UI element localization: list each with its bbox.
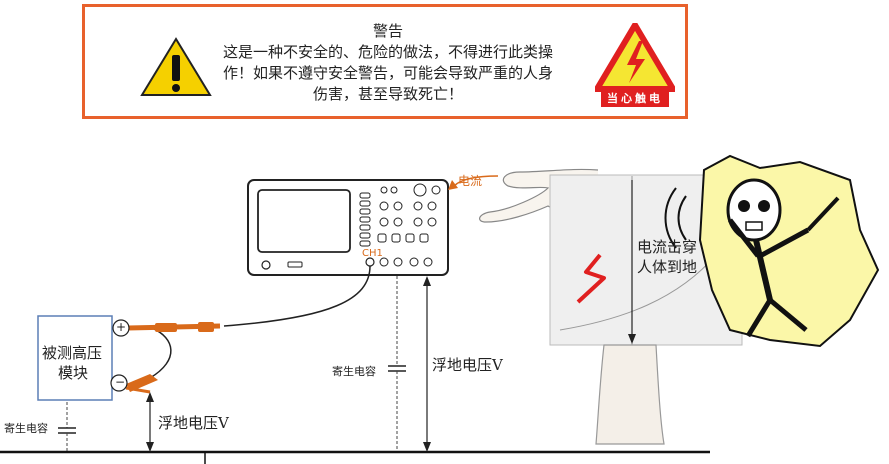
dut-minus-terminal bbox=[110, 374, 128, 392]
caution-triangle-icon bbox=[140, 37, 212, 96]
high-voltage-icon bbox=[591, 19, 679, 92]
dut-minus-label: − bbox=[115, 375, 126, 389]
current-arrow-icon bbox=[453, 175, 499, 187]
electric-shock-sign-label: 当心触电 bbox=[601, 91, 669, 107]
probe-ground-lead bbox=[149, 327, 172, 379]
shocked-skeleton-illustration bbox=[664, 154, 880, 348]
dut-label-2: 模块 bbox=[58, 364, 89, 382]
parasitic-capacitor-mid bbox=[388, 365, 406, 372]
floating-voltage-arrow-mid bbox=[423, 276, 431, 452]
ch1-input-icon bbox=[365, 257, 375, 267]
dut-label-1: 被测高压 bbox=[42, 344, 103, 362]
floating-voltage-arrow-left bbox=[146, 392, 154, 452]
floating-voltage-mid-label: 浮地电压V bbox=[432, 356, 503, 374]
lightning-icon bbox=[576, 253, 606, 304]
parasitic-capacitance-mid-label: 寄生电容 bbox=[332, 365, 376, 378]
dut-module bbox=[37, 315, 113, 401]
body-current-label-2: 人体到地 bbox=[637, 258, 698, 276]
probe-cable bbox=[223, 265, 371, 327]
current-label: 电流 bbox=[458, 174, 483, 188]
body-current-arrow bbox=[628, 334, 636, 344]
electric-shock-sign: 当心触电 bbox=[591, 19, 679, 111]
oscilloscope bbox=[247, 179, 449, 276]
power-button-icon bbox=[261, 260, 271, 270]
floating-voltage-left-label: 浮地电压V bbox=[158, 414, 229, 432]
parasitic-capacitance-left-label: 寄生电容 bbox=[4, 422, 48, 435]
dut-plus-label: + bbox=[116, 320, 127, 334]
warning-line-2: 作！如果不遵守安全警告，可能会导致严重的人身 bbox=[222, 64, 553, 82]
oscilloscope-screen bbox=[257, 189, 351, 253]
warning-box: 警告 这是一种不安全的、危险的做法，不得进行此类操 作！如果不遵守安全警告，可能… bbox=[82, 4, 688, 119]
parasitic-capacitor-left bbox=[58, 427, 76, 434]
probe bbox=[127, 322, 221, 332]
warning-line-1: 这是一种不安全的、危险的做法，不得进行此类操 bbox=[222, 43, 553, 61]
oscilloscope-buttons bbox=[287, 183, 441, 268]
body-current-label-1: 电流击穿 bbox=[637, 238, 698, 256]
dut-plus-terminal bbox=[112, 319, 130, 337]
warning-line-3: 伤害，甚至导致死亡！ bbox=[312, 85, 463, 103]
ch1-label: CH1 bbox=[362, 248, 383, 259]
ground-clip bbox=[125, 374, 158, 394]
warning-text: 警告 这是一种不安全的、危险的做法，不得进行此类操 作！如果不遵守安全警告，可能… bbox=[185, 21, 591, 105]
warning-title: 警告 bbox=[372, 22, 403, 40]
